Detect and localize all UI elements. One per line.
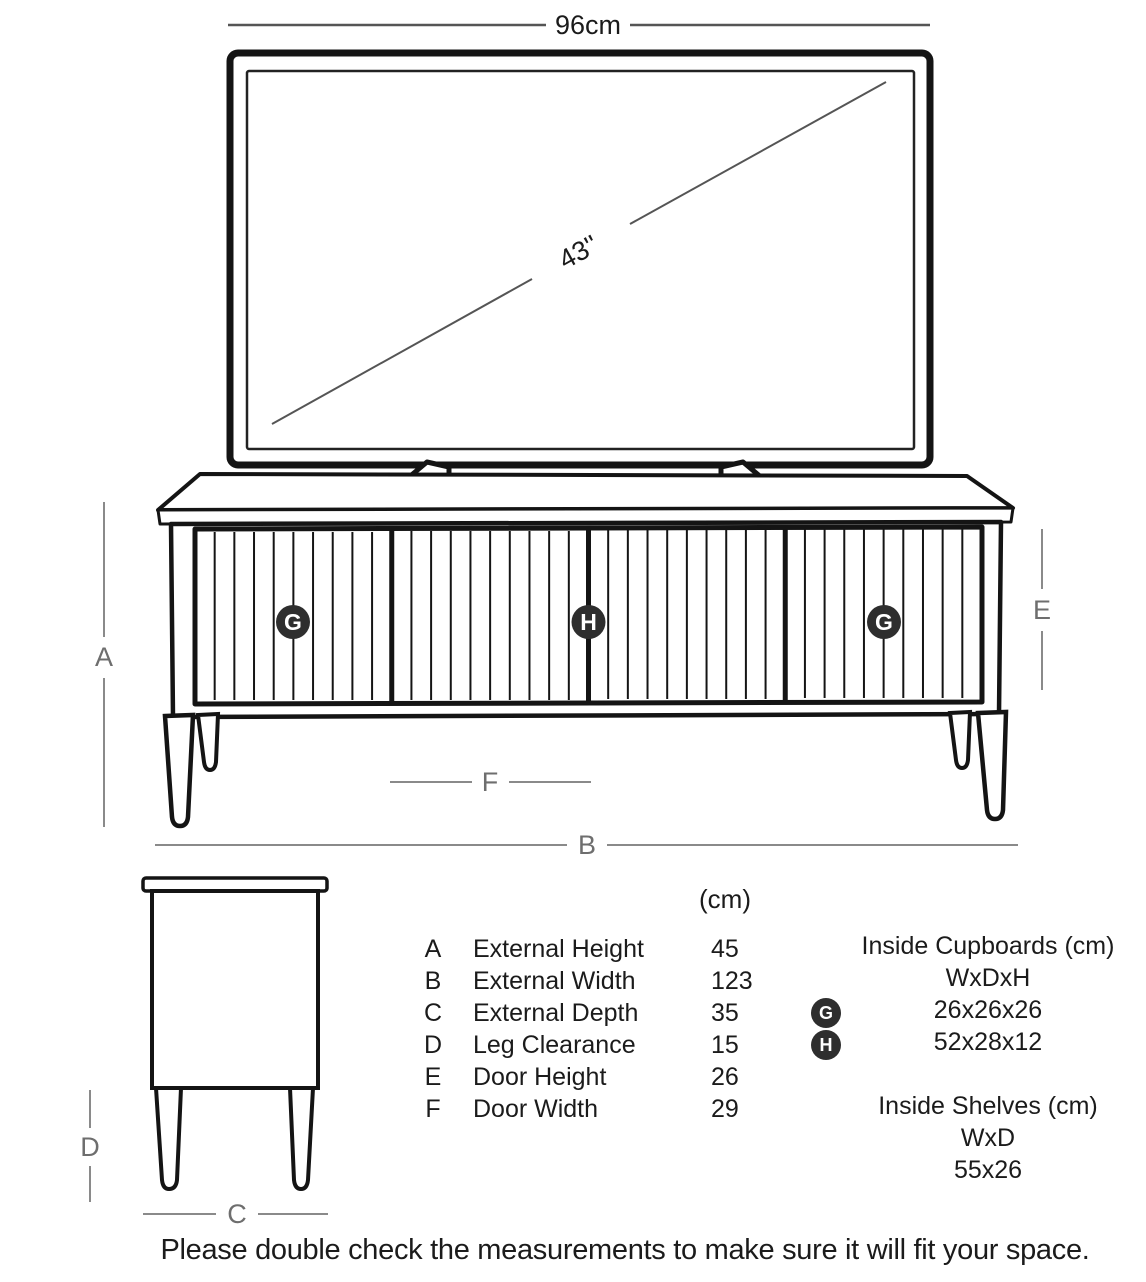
tv-stand-front-view: G H G — [156, 472, 1015, 829]
inside-cupboards-dims-header: WxDxH — [945, 964, 1031, 992]
table-row-label: Leg Clearance — [473, 1031, 636, 1059]
dimension-b-label: B — [578, 830, 596, 860]
tv: 43'' — [226, 49, 934, 502]
inside-cupboards-title: Inside Cupboards (cm) — [861, 932, 1115, 960]
table-row-value: 29 — [711, 1095, 739, 1123]
table-row-letter: C — [423, 999, 443, 1027]
table-row-value: 123 — [711, 967, 753, 995]
dimension-b: B — [155, 830, 1018, 860]
table-unit-header: (cm) — [699, 884, 751, 914]
cupboard-badge-g-left — [276, 605, 310, 639]
tv-diagonal-line — [629, 81, 887, 225]
stand-leg-front-right — [975, 709, 1009, 822]
side-view-leg-left — [153, 1086, 184, 1192]
table-badge-g-label: G — [818, 1002, 833, 1023]
dimension-e-label: E — [1033, 595, 1051, 625]
table-row-label: External Depth — [473, 999, 639, 1027]
dimension-f-label: F — [482, 767, 499, 797]
table-badge-h: H — [811, 1030, 841, 1060]
dimension-d: D — [80, 1090, 100, 1202]
table-row-letter: E — [424, 1063, 442, 1091]
shelf-size: 55x26 — [953, 1156, 1023, 1184]
side-view-body — [150, 889, 320, 1090]
inside-shelves-dims-header: WxD — [960, 1124, 1016, 1152]
table-row-value: 35 — [711, 999, 739, 1027]
tv-width-dimension: 96cm — [228, 10, 930, 40]
cupboard-badge-g-left-label: G — [284, 609, 302, 635]
dimension-d-label: D — [80, 1132, 100, 1162]
table-row-value: 45 — [711, 935, 739, 963]
tv-stand-side-view — [141, 876, 329, 1192]
table-badge-g: G — [811, 998, 841, 1028]
stand-leg-back-right — [947, 709, 973, 771]
cupboard-badge-h-label: H — [580, 609, 597, 635]
side-view-leg-right — [287, 1086, 316, 1192]
dimension-c-label: C — [227, 1199, 247, 1229]
door-slats-3 — [607, 530, 767, 699]
dimension-e: E — [1033, 529, 1051, 690]
stand-top-edge — [156, 506, 1015, 526]
stand-leg-front-left — [162, 712, 196, 829]
dimension-c: C — [143, 1199, 328, 1229]
cupboard-badge-g-right-label: G — [875, 609, 893, 635]
table-row-letter: A — [424, 935, 442, 963]
cupboard-h-size: 52x28x12 — [933, 1028, 1043, 1056]
table-row-label: Door Height — [473, 1063, 607, 1091]
table-row-label: Door Width — [473, 1095, 599, 1123]
stand-top-surface — [156, 472, 1015, 512]
cupboard-badge-h — [571, 605, 606, 639]
dimension-a: A — [95, 502, 113, 827]
measurement-note: Please double check the measurements to … — [160, 1234, 1090, 1266]
tv-diagonal-line — [271, 278, 533, 425]
table-row-letter: F — [425, 1095, 441, 1123]
door-slats-1 — [213, 532, 374, 700]
cupboard-badge-g-right — [867, 605, 901, 639]
tv-screen — [245, 69, 916, 451]
inside-shelves-title: Inside Shelves (cm) — [878, 1092, 1098, 1120]
tv-width-label: 96cm — [555, 10, 621, 40]
door-slats-4 — [803, 529, 964, 698]
dimension-f: F — [390, 767, 591, 797]
dimension-a-label: A — [95, 642, 113, 672]
table-row-label: External Width — [473, 967, 636, 995]
table-badge-h-label: H — [819, 1034, 833, 1055]
table-row-letter: B — [424, 967, 442, 995]
stand-leg-back-left — [195, 711, 221, 773]
door-slats-2 — [410, 531, 570, 700]
table-row-label: External Height — [473, 935, 644, 963]
cupboard-g-size: 26x26x26 — [933, 996, 1043, 1024]
table-row-letter: D — [423, 1031, 443, 1059]
table-row-value: 15 — [711, 1031, 739, 1059]
table-row-value: 26 — [711, 1063, 739, 1091]
